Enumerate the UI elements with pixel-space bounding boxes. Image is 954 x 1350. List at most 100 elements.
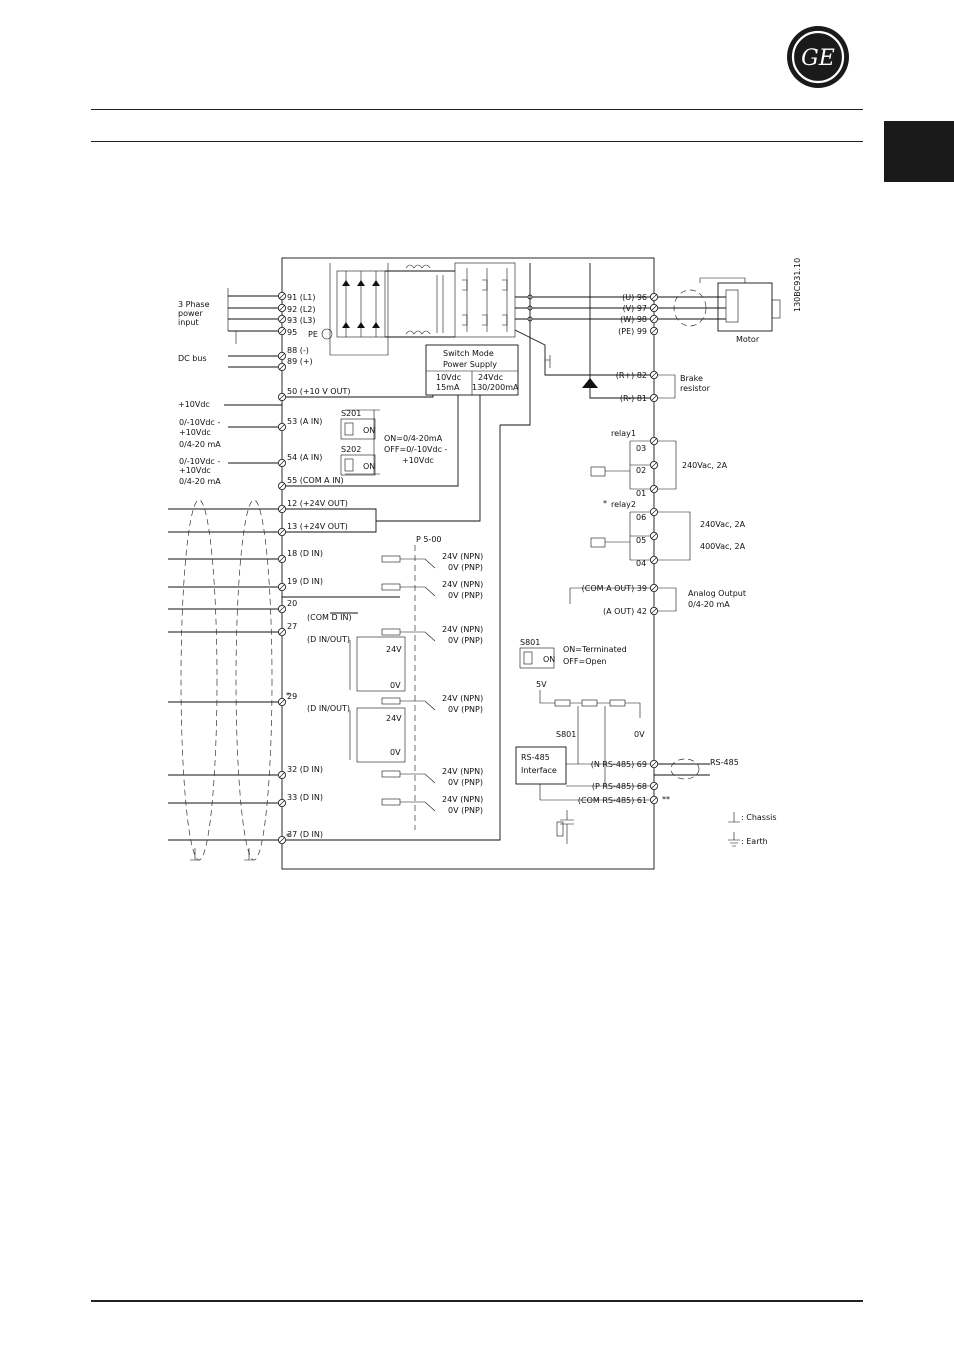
legend-chassis: : Chassis [741,813,777,822]
left-terminal-label: 18 (D IN) [287,549,323,558]
smps-15ma: 15mA [436,383,460,392]
relay2-contact-05: 05 [636,536,646,545]
relay1-contact-02: 02 [636,466,646,475]
smps-130ma: 130/200mA [472,383,519,392]
s801-note-2: OFF=Open [563,657,607,666]
left-terminal-label: 19 (D IN) [287,577,323,586]
power-input-2: power [178,309,203,318]
digital-input-resistors [381,555,436,812]
relay2-contact-06: 06 [636,513,646,522]
t27-24v: 24V [386,645,402,654]
inductor-bottom [405,330,431,335]
header-rule-top [91,109,863,110]
rs485-box-1: RS-485 [521,753,550,762]
ge-logo: GE [787,26,849,88]
right-terminal-label: (N RS-485) 69 [591,760,647,769]
s801-b-label: S801 [556,730,576,739]
power-input-3: input [178,318,199,327]
ain53-range-2: +10Vdc [179,428,211,437]
right-terminal-label: (U) 96 [622,293,647,302]
s201-label: S201 [341,409,361,418]
npn-pnp-labels: 24V (NPN) 0V (PNP) 24V (NPN) 0V (PNP) 24V (N… [442,552,483,815]
left-terminal-label: 12 (+24V OUT) [287,499,348,508]
rs485-double-star: ** [662,795,670,804]
brake-label-2: resistor [680,384,711,393]
npn-label: 24V (NPN) [442,552,483,561]
left-terminal-label: 13 (+24V OUT) [287,522,348,531]
rs485-termination [539,690,641,718]
t29-0v: 0V [390,748,401,757]
smps-24vdc: 24Vdc [478,373,503,382]
screen-grounds [190,848,254,861]
brake-label-1: Brake [680,374,703,383]
right-terminal-label: (V) 97 [623,304,647,313]
digital-input-lines [168,508,282,841]
right-terminal-label: (P RS-485) 68 [592,782,647,791]
analog-output-1: Analog Output [688,589,746,598]
s801-label: S801 [520,638,540,647]
pnp-label: 0V (PNP) [448,806,483,815]
relay2-label: relay2 [611,500,636,509]
s801-5v: 5V [536,680,547,689]
smps-10vdc: 10Vdc [436,373,461,382]
left-terminal-label: 37 (D IN) [287,830,323,839]
left-terminal-label: 55 (COM A IN) [287,476,344,485]
npn-label: 24V (NPN) [442,694,483,703]
dc-bus-label: DC bus [178,354,207,363]
t29-desc: (D IN/OUT) [307,704,350,713]
npn-label: 24V (NPN) [442,580,483,589]
brake-resistor [654,374,676,399]
npn-label: 24V (NPN) [442,795,483,804]
earth-symbol [728,832,740,847]
left-terminal-label: 95 [287,328,297,337]
chapter-tab [884,121,954,182]
footer-rule [91,1300,863,1302]
motor-label: Motor [736,335,760,344]
s801-switch [519,647,555,669]
figure-code: 130BC931.10 [793,258,802,312]
right-terminal-label: (COM RS-485) 61 [578,796,647,805]
right-terminal-label: (PE) 99 [618,327,647,336]
brake-igbt [545,355,551,368]
dc-bus-lines [228,355,282,368]
relay1-rating: 240Vac, 2A [682,461,728,470]
ain53-range-3: 0/4-20 mA [179,440,221,449]
t29-star: * [286,691,290,700]
chassis-symbol [728,812,740,823]
relay1-contact-03: 03 [636,444,646,453]
motor-phase-lines [515,296,654,320]
left-terminal-label: 89 (+) [287,357,313,366]
left-terminal-label: 54 (A IN) [287,453,322,462]
relay1-contact-01: 01 [636,489,646,498]
s202-label: S202 [341,445,361,454]
smps-title-2: Power Supply [443,360,497,369]
logo-letters: GE [801,46,835,71]
inverter-bridge [454,262,516,338]
legend-earth: : Earth [741,837,768,846]
right-terminal-label: (R+) 82 [616,371,647,380]
power-input-lines [228,295,282,332]
s201-on: ON [363,426,375,435]
pnp-label: 0V (PNP) [448,563,483,572]
dc-link [385,270,455,338]
pe-symbol [321,328,333,340]
t37-star: * [286,832,290,841]
ten-vdc-label: +10Vdc [178,400,210,409]
pnp-label: 0V (PNP) [448,778,483,787]
npn-label: 24V (NPN) [442,767,483,776]
relay2-contact-04: 04 [636,559,646,568]
relay2 [590,511,691,561]
left-terminal-label: 20 [287,599,297,608]
left-terminal-label: 50 (+10 V OUT) [287,387,350,396]
p500-label: P 5-00 [416,535,442,544]
analog-output-2: 0/4-20 mA [688,600,730,609]
relay2-rating-a: 240Vac, 2A [700,520,746,529]
cable-screen-2 [235,499,273,861]
pnp-label: 0V (PNP) [448,705,483,714]
s20x-note-2: OFF=0/-10Vdc - [384,445,448,454]
left-terminal-label: 53 (A IN) [287,417,322,426]
left-terminal-label: 93 (L3) [287,316,316,325]
s801-note-1: ON=Terminated [563,645,627,654]
